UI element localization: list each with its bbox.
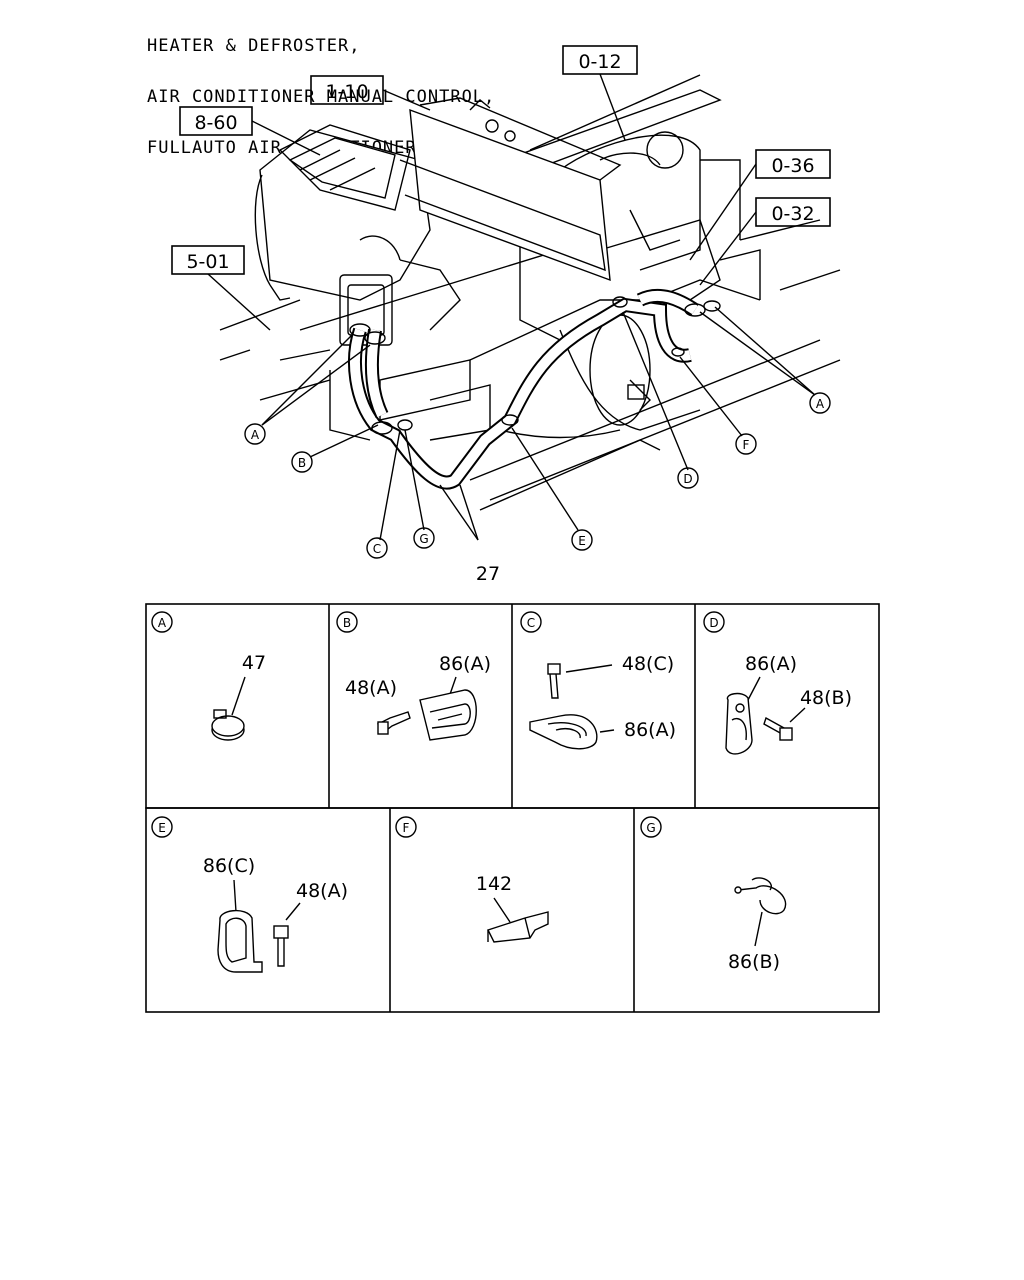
hose-bracket-icon [725,692,753,755]
callout-f[interactable]: F [735,433,757,455]
detail-c-letter: C [527,616,535,630]
detail-c: C 48(C) 86(A) [520,611,676,750]
bolt-icon [547,663,561,699]
ref-box-0-36-label: 0-36 [771,155,814,177]
title-line-2: AIR CONDITIONER MANUAL CONTROL, [147,87,496,107]
callout-g[interactable]: G [413,527,435,549]
callout-d[interactable]: D [677,467,699,489]
part-number-27[interactable]: 27 [476,563,500,585]
ref-box-1-10-label: 1-10 [325,81,368,103]
heater-hose [348,288,721,490]
callout-b[interactable]: B [291,451,313,473]
detail-e: E 86(C) 48(A) [151,816,348,973]
detail-b-letter: B [343,616,351,630]
detail-e-letter: E [158,821,166,835]
ref-box-5-01-label: 5-01 [186,251,229,273]
detail-c-part-86a[interactable]: 86(A) [624,719,676,741]
bolt-icon [376,711,411,735]
bolt-icon [273,925,289,967]
hose-bracket-icon [217,910,263,973]
callout-a-right-label: A [816,397,825,411]
callout-b-label: B [298,456,306,470]
bolt-icon [763,716,793,741]
detail-b-part-48a[interactable]: 48(A) [345,677,397,699]
detail-c-part-48c[interactable]: 48(C) [622,653,674,675]
detail-b: B 48(A) 86(A) [336,611,491,741]
detail-e-part-48a[interactable]: 48(A) [296,880,348,902]
ref-box-5-01[interactable]: 5-01 [171,245,245,275]
wire-clip-icon [734,877,787,915]
core-frame [399,97,622,282]
hose-bracket-icon [419,689,477,741]
callout-a-left-label: A [251,428,260,442]
detail-d-letter: D [709,616,718,630]
callout-a-right[interactable]: A [809,392,831,414]
detail-e-part-86c[interactable]: 86(C) [203,855,255,877]
detail-table-bottom [145,807,880,1013]
callout-c-label: C [373,542,381,556]
ref-box-8-60[interactable]: 8-60 [179,106,253,136]
detail-table-top [145,603,880,809]
callout-a-left[interactable]: A [244,423,266,445]
hose-bracket-icon [529,714,598,750]
hose-clamp-icon [211,709,245,741]
detail-g-letter: G [646,821,655,835]
ref-box-1-10[interactable]: 1-10 [310,75,384,105]
detail-f-part-142[interactable]: 142 [476,873,512,895]
detail-f-letter: F [403,821,410,835]
callout-leaders [261,306,816,541]
ref-box-8-60-label: 8-60 [194,112,237,134]
heater-unit [254,124,461,346]
ref-box-0-32[interactable]: 0-32 [755,197,831,227]
ref-box-0-12-label: 0-12 [578,51,621,73]
detail-a-part-47[interactable]: 47 [242,652,266,674]
detail-d-part-86a[interactable]: 86(A) [745,653,797,675]
callout-e-label: E [578,534,586,548]
callout-d-label: D [683,472,692,486]
detail-d: D 86(A) 48(B) [703,611,852,755]
clip-icon [487,911,549,943]
ref-box-0-32-label: 0-32 [771,203,814,225]
ref-box-0-36[interactable]: 0-36 [755,149,831,179]
detail-d-part-48b[interactable]: 48(B) [800,687,852,709]
detail-g-part-86b[interactable]: 86(B) [728,951,780,973]
detail-f: F 142 [395,816,549,943]
detail-a: A 47 [151,611,266,741]
detail-g: G 86(B) [640,816,787,973]
callout-e[interactable]: E [571,529,593,551]
ref-box-0-12[interactable]: 0-12 [562,45,638,75]
detail-a-letter: A [158,616,167,630]
callout-c[interactable]: C [366,537,388,559]
title-line-1: HEATER & DEFROSTER, [147,36,361,56]
detail-b-part-86a[interactable]: 86(A) [439,653,491,675]
callout-g-label: G [419,532,428,546]
callout-f-label: F [743,438,750,452]
